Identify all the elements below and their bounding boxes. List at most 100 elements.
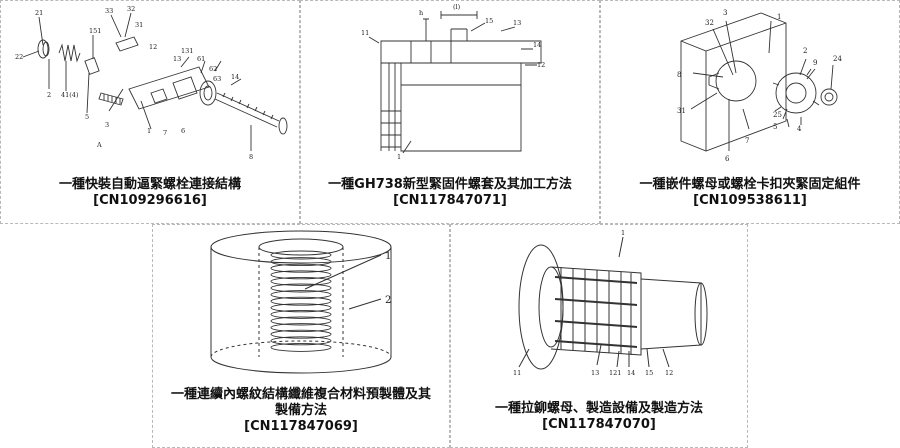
svg-text:6: 6 bbox=[725, 155, 730, 161]
thread-coil bbox=[270, 263, 332, 273]
patent-figure-2: h (l) 15 13 11 14 12 1 bbox=[301, 1, 599, 223]
svg-text:3: 3 bbox=[723, 9, 727, 17]
svg-text:14: 14 bbox=[533, 41, 541, 49]
svg-text:33: 33 bbox=[105, 7, 113, 15]
thread-coil bbox=[270, 309, 332, 319]
svg-text:24: 24 bbox=[833, 55, 842, 63]
svg-text:21: 21 bbox=[35, 9, 43, 17]
patent-number-2[interactable]: [CN117847071] bbox=[393, 193, 507, 208]
svg-text:63: 63 bbox=[213, 75, 221, 83]
thread-coils bbox=[270, 250, 332, 352]
svg-text:1: 1 bbox=[385, 251, 391, 262]
svg-text:9: 9 bbox=[813, 59, 817, 67]
svg-text:61: 61 bbox=[197, 55, 205, 63]
patent-title-4-line1[interactable]: 一種連續內螺紋結構纖維複合材料預製體及其 bbox=[170, 387, 431, 402]
composite-thread-drawing: 12 bbox=[210, 230, 392, 374]
patent-title-3[interactable]: 一種嵌件螺母或螺栓卡扣夾緊固定組件 bbox=[639, 177, 861, 192]
thread-coil bbox=[270, 296, 332, 306]
svg-text:62: 62 bbox=[209, 65, 217, 73]
svg-text:11: 11 bbox=[513, 369, 521, 377]
svg-text:6: 6 bbox=[181, 127, 185, 135]
thread-coil bbox=[270, 276, 332, 286]
patent-caption-5: 一種拉鉚螺母、製造設備及製造方法 [CN117847070] bbox=[451, 401, 747, 433]
thread-coil bbox=[270, 303, 332, 313]
svg-text:5: 5 bbox=[773, 123, 777, 131]
svg-text:1: 1 bbox=[621, 229, 625, 237]
svg-text:25: 25 bbox=[773, 111, 782, 119]
svg-text:4: 4 bbox=[797, 125, 802, 133]
patent-caption-4: 一種連續內螺紋結構纖維複合材料預製體及其 製備方法 [CN117847069] bbox=[153, 387, 449, 435]
svg-text:15: 15 bbox=[485, 17, 493, 25]
svg-text:12: 12 bbox=[537, 61, 545, 69]
svg-text:31: 31 bbox=[677, 107, 686, 115]
thread-coil bbox=[270, 316, 332, 326]
thread-coil bbox=[270, 342, 332, 352]
thread-coil bbox=[270, 250, 332, 260]
svg-text:41(4): 41(4) bbox=[61, 91, 79, 99]
svg-text:(l): (l) bbox=[453, 3, 461, 11]
svg-text:2: 2 bbox=[47, 91, 51, 99]
svg-text:1: 1 bbox=[147, 127, 151, 135]
patent-title-2[interactable]: 一種GH738新型緊固件螺套及其加工方法 bbox=[328, 177, 572, 192]
svg-text:121: 121 bbox=[609, 369, 621, 377]
svg-text:131: 131 bbox=[181, 47, 193, 55]
patent-caption-2: 一種GH738新型緊固件螺套及其加工方法 [CN117847071] bbox=[301, 177, 599, 209]
patent-title-5[interactable]: 一種拉鉚螺母、製造設備及製造方法 bbox=[494, 401, 703, 416]
patent-number-5[interactable]: [CN117847070] bbox=[542, 417, 656, 432]
svg-text:2: 2 bbox=[385, 295, 391, 306]
svg-text:5: 5 bbox=[85, 113, 89, 121]
svg-text:13: 13 bbox=[173, 55, 181, 63]
patent-title-4-line2[interactable]: 製備方法 bbox=[274, 403, 327, 418]
thread-sleeve-drawing: h (l) 15 13 11 14 12 1 bbox=[361, 3, 545, 161]
svg-text:2: 2 bbox=[803, 47, 807, 55]
svg-text:32: 32 bbox=[127, 5, 135, 13]
svg-text:12: 12 bbox=[665, 369, 673, 377]
svg-text:22: 22 bbox=[15, 53, 23, 61]
svg-text:14: 14 bbox=[627, 369, 635, 377]
svg-text:8: 8 bbox=[677, 71, 681, 79]
clip-clamp-drawing: 3 32 1 8 29 24 31 25 5 4 7 6 bbox=[677, 9, 842, 161]
svg-text:13: 13 bbox=[513, 19, 521, 27]
thread-coil bbox=[270, 290, 332, 300]
svg-text:13: 13 bbox=[591, 369, 599, 377]
patent-title-1[interactable]: 一種快裝自動逼緊螺栓連接結構 bbox=[58, 177, 241, 192]
thread-coil bbox=[270, 257, 332, 267]
svg-text:31: 31 bbox=[135, 21, 143, 29]
patent-card-2[interactable]: h (l) 15 13 11 14 12 1 一種GH738新型緊固件螺套及其加工方法 … bbox=[300, 0, 600, 224]
thread-coil bbox=[270, 283, 332, 293]
patent-number-3[interactable]: [CN109538611] bbox=[693, 193, 807, 208]
patent-number-1[interactable]: [CN109296616] bbox=[93, 193, 207, 208]
svg-text:12: 12 bbox=[149, 43, 157, 51]
svg-text:7: 7 bbox=[745, 137, 749, 145]
svg-text:14: 14 bbox=[231, 73, 239, 81]
patent-number-4[interactable]: [CN117847069] bbox=[244, 419, 358, 434]
svg-text:1: 1 bbox=[397, 153, 401, 161]
svg-text:15: 15 bbox=[645, 369, 653, 377]
svg-text:1: 1 bbox=[777, 13, 781, 21]
svg-text:3: 3 bbox=[105, 121, 109, 129]
svg-text:7: 7 bbox=[163, 129, 167, 137]
svg-text:h: h bbox=[419, 9, 423, 17]
patent-caption-1: 一種快裝自動逼緊螺栓連接結構 [CN109296616] bbox=[1, 177, 299, 209]
patent-caption-3: 一種嵌件螺母或螺栓卡扣夾緊固定組件 [CN109538611] bbox=[601, 177, 899, 209]
svg-text:8: 8 bbox=[249, 153, 253, 161]
thread-coil bbox=[270, 323, 332, 333]
svg-text:32: 32 bbox=[705, 19, 714, 27]
svg-text:151: 151 bbox=[89, 27, 101, 35]
svg-text:11: 11 bbox=[361, 29, 369, 37]
thread-coil bbox=[270, 270, 332, 280]
thread-coil bbox=[270, 329, 332, 339]
svg-text:A: A bbox=[96, 141, 102, 149]
thread-coil bbox=[270, 336, 332, 346]
